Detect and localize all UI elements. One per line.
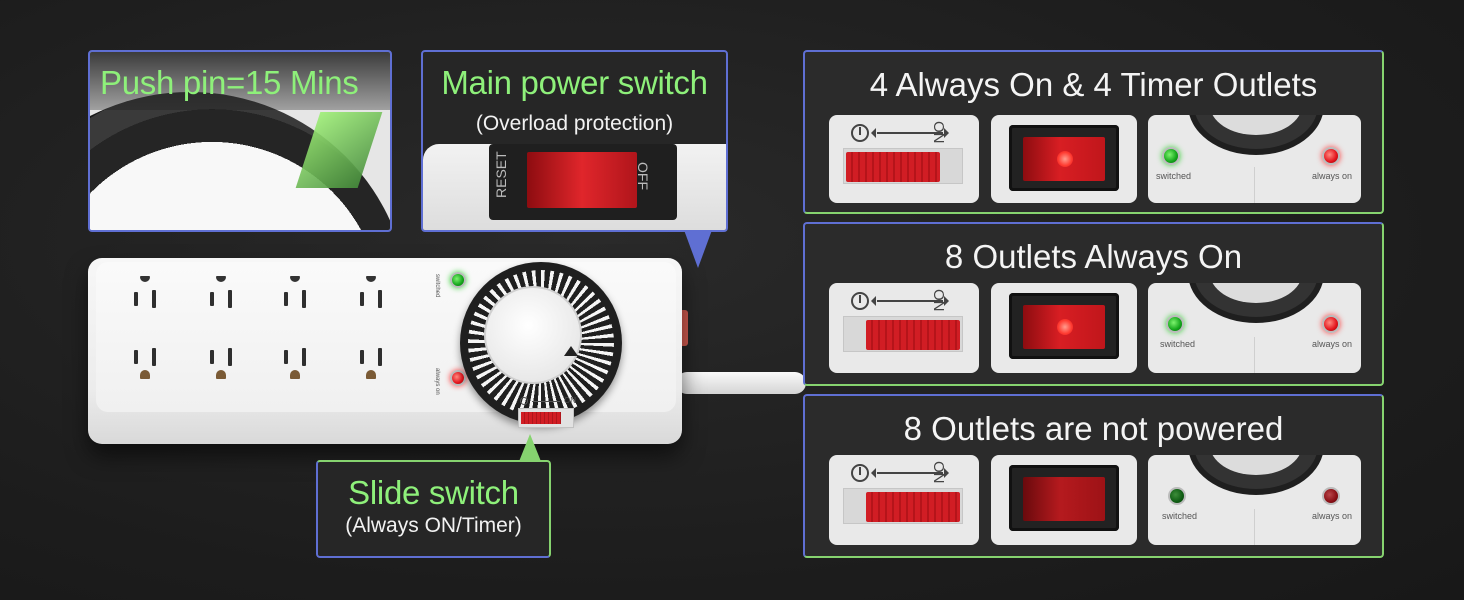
timer-pointer-icon <box>564 346 578 356</box>
outlet <box>350 336 394 380</box>
outlet <box>350 276 394 322</box>
switched-label: switched <box>1160 339 1196 349</box>
double-arrow-icon <box>871 468 949 478</box>
outlet <box>274 276 318 322</box>
mode-title: 8 Outlets Always On <box>944 238 1243 275</box>
push-pin-highlight <box>295 112 383 188</box>
slide-switch-knob <box>846 152 940 182</box>
timer-dial-center <box>484 286 582 384</box>
indicator-tile: switched always on <box>1148 283 1361 373</box>
on-label: ON <box>930 461 947 484</box>
on-label: ON <box>930 289 947 312</box>
indicator-tile: switched always on <box>1148 115 1361 203</box>
timer-dial-icon <box>1188 283 1324 323</box>
always-on-led-icon <box>1322 147 1340 165</box>
slide-switch-knob[interactable] <box>521 412 561 424</box>
slide-switch-track <box>843 316 963 352</box>
slide-switch-tile: ON <box>829 455 979 545</box>
mode-panel-4-on-4-timer: 4 Always On & 4 Timer Outlets ON switche… <box>803 50 1384 214</box>
on-label: ON <box>930 121 947 144</box>
indicator-tile: switched always on <box>1148 455 1361 545</box>
slide-switch-callout: Slide switch (Always ON/Timer) <box>316 460 551 558</box>
slide-switch-tile: ON <box>829 283 979 373</box>
double-arrow-icon <box>532 401 560 402</box>
double-arrow-icon <box>871 128 949 138</box>
always-on-led-icon <box>1322 315 1340 333</box>
strip-on-label: ON <box>564 396 576 405</box>
outlet <box>274 336 318 380</box>
rocker-switch-off <box>1023 477 1105 521</box>
double-arrow-icon <box>871 296 949 306</box>
main-power-subtitle: (Overload protection) <box>475 112 674 135</box>
switched-label: switched <box>1156 171 1192 181</box>
timer-dial-icon <box>1188 455 1324 495</box>
push-pin-title: Push pin=15 Mins <box>100 64 359 101</box>
push-pin-callout: Push pin=15 Mins <box>88 50 392 232</box>
main-power-callout: Main power switch (Overload protection) … <box>421 50 728 232</box>
power-cord <box>676 372 806 394</box>
slide-switch-callout-tail <box>518 434 542 464</box>
always-on-indicator-label: always on <box>434 368 440 395</box>
always-on-led-icon <box>1322 487 1340 505</box>
slide-switch-track <box>843 148 963 184</box>
switched-led-icon <box>1162 147 1180 165</box>
switched-label: switched <box>1162 511 1198 521</box>
timer-symbol-icon <box>851 292 869 310</box>
slide-switch-knob <box>866 320 960 350</box>
main-power-callout-tail <box>684 230 712 268</box>
slide-switch-subtitle: (Always ON/Timer) <box>345 514 522 537</box>
switched-indicator-label: switched <box>434 274 440 298</box>
slide-switch-track <box>843 488 963 524</box>
rocker-switch-tile <box>991 455 1137 545</box>
mode-title: 8 Outlets are not powered <box>903 410 1284 447</box>
strip-slide-switch-legend: ON <box>518 396 578 408</box>
outlet <box>200 276 244 322</box>
switched-indicator-led <box>450 272 466 288</box>
outlet <box>124 336 168 380</box>
slide-switch-title: Slide switch <box>348 474 519 511</box>
switched-led-icon <box>1166 315 1184 333</box>
reset-label: RESET <box>493 151 509 198</box>
rocker-switch-on <box>1023 305 1105 349</box>
off-label: OFF <box>635 162 651 190</box>
rocker-switch-frame <box>1009 293 1119 359</box>
mode-panel-not-powered: 8 Outlets are not powered ON switched al… <box>803 394 1384 558</box>
switched-led-icon <box>1168 487 1186 505</box>
mode-title: 4 Always On & 4 Timer Outlets <box>869 66 1318 103</box>
always-on-label: always on <box>1312 339 1353 349</box>
always-on-label: always on <box>1312 171 1353 181</box>
timer-symbol-icon <box>851 124 869 142</box>
always-on-indicator-led <box>450 370 466 386</box>
strip-slide-switch[interactable] <box>518 408 574 428</box>
slide-switch-knob <box>866 492 960 522</box>
timer-symbol-icon <box>520 397 528 405</box>
rocker-switch-closeup: RESET OFF <box>489 144 677 220</box>
rocker-switch-frame <box>1009 125 1119 191</box>
timer-dial[interactable] <box>460 262 622 424</box>
rocker-switch-frame <box>1009 465 1119 531</box>
slide-switch-tile: ON <box>829 115 979 203</box>
rocker-switch-tile <box>991 283 1137 373</box>
timer-symbol-icon <box>851 464 869 482</box>
timer-dial-icon <box>1188 115 1324 155</box>
rocker-switch-tile <box>991 115 1137 203</box>
outlet <box>200 336 244 380</box>
rocker-switch-on <box>1023 137 1105 181</box>
outlet <box>124 276 168 322</box>
mode-panel-8-always-on: 8 Outlets Always On ON switched always o… <box>803 222 1384 386</box>
power-strip: switched always on ON <box>88 258 682 444</box>
always-on-label: always on <box>1312 511 1353 521</box>
main-power-title: Main power switch <box>441 64 708 101</box>
